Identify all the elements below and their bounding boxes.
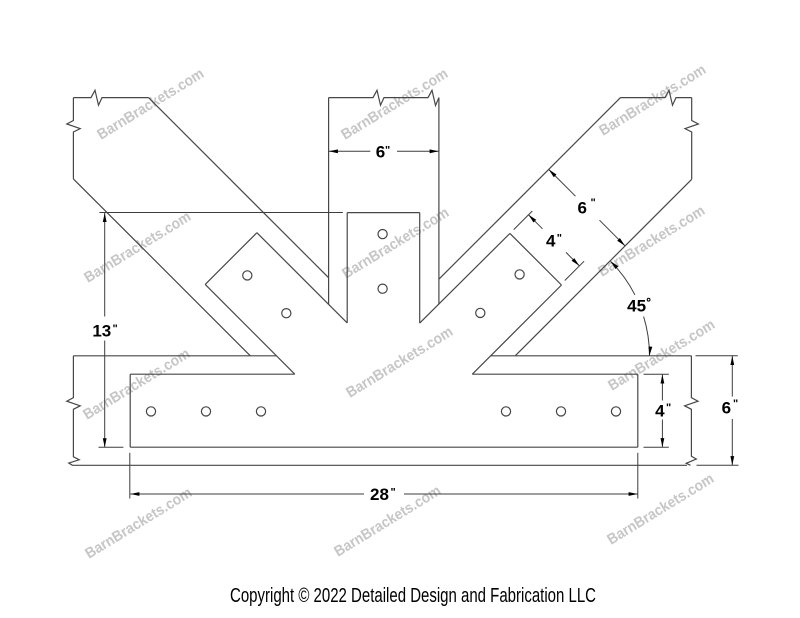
svg-text:": " [733, 398, 738, 410]
svg-text:": " [391, 487, 396, 499]
svg-text:6: 6 [722, 399, 731, 418]
svg-text:13: 13 [92, 322, 111, 341]
svg-text:6: 6 [376, 143, 385, 162]
svg-text:Copyright © 2022 Detailed Desi: Copyright © 2022 Detailed Design and Fab… [230, 585, 596, 607]
svg-text:28: 28 [370, 485, 389, 504]
svg-text:": " [557, 233, 562, 245]
svg-text:45: 45 [627, 297, 646, 316]
svg-text:4: 4 [546, 232, 556, 251]
svg-text:": " [591, 197, 596, 209]
svg-text:": " [113, 323, 118, 335]
svg-text:6: 6 [577, 199, 586, 218]
svg-text:": " [666, 402, 671, 414]
svg-text:": " [385, 145, 390, 157]
svg-text:4: 4 [655, 402, 665, 421]
